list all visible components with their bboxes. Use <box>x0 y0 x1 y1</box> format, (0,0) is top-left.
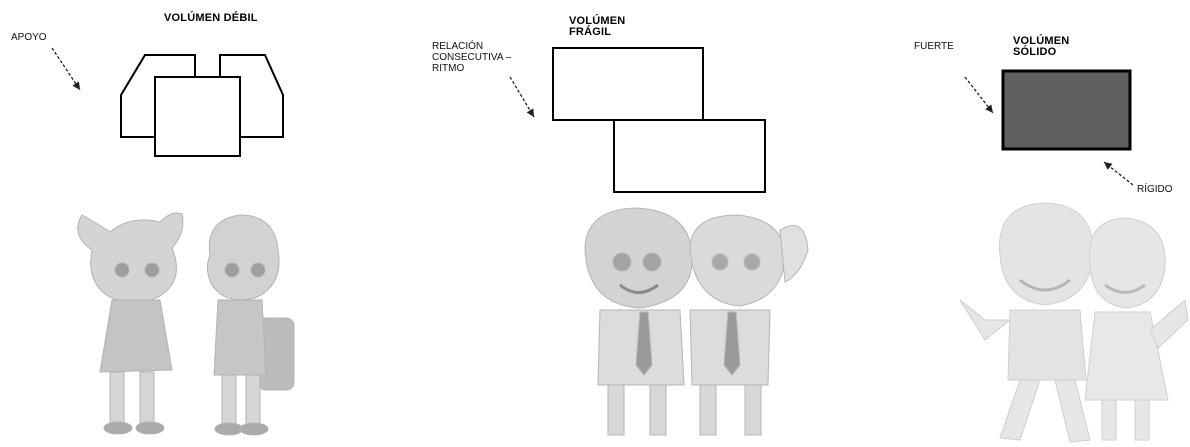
rigid-arrow <box>1104 162 1133 185</box>
rhythm-label: RELACIÓN CONSECUTIVA – RITMO <box>432 41 511 74</box>
fragile-volume-title: VOLÚMEN FRÁGIL <box>569 16 625 38</box>
strong-arrow <box>965 77 993 113</box>
support-label: APOYO <box>11 32 47 43</box>
weak-volume-shapes <box>52 48 283 156</box>
fragile-bottom-box <box>614 120 765 192</box>
children-illustration-2 <box>585 208 808 435</box>
solid-volume-shapes <box>965 71 1133 185</box>
children-illustration-1 <box>78 213 294 435</box>
fragile-volume-shapes <box>510 48 765 192</box>
rhythm-arrow <box>510 77 534 117</box>
weak-volume-title: VOLÚMEN DÉBIL <box>164 13 258 24</box>
solid-volume-title: VOLÚMEN SÓLIDO <box>1013 36 1069 58</box>
rigid-label: RÍGIDO <box>1137 184 1173 195</box>
solid-box <box>1003 71 1130 149</box>
children-illustration-3 <box>960 203 1188 442</box>
strong-label: FUERTE <box>914 41 954 52</box>
support-arrow <box>52 48 80 90</box>
weak-center-box <box>155 77 240 156</box>
fragile-top-box <box>553 48 703 120</box>
